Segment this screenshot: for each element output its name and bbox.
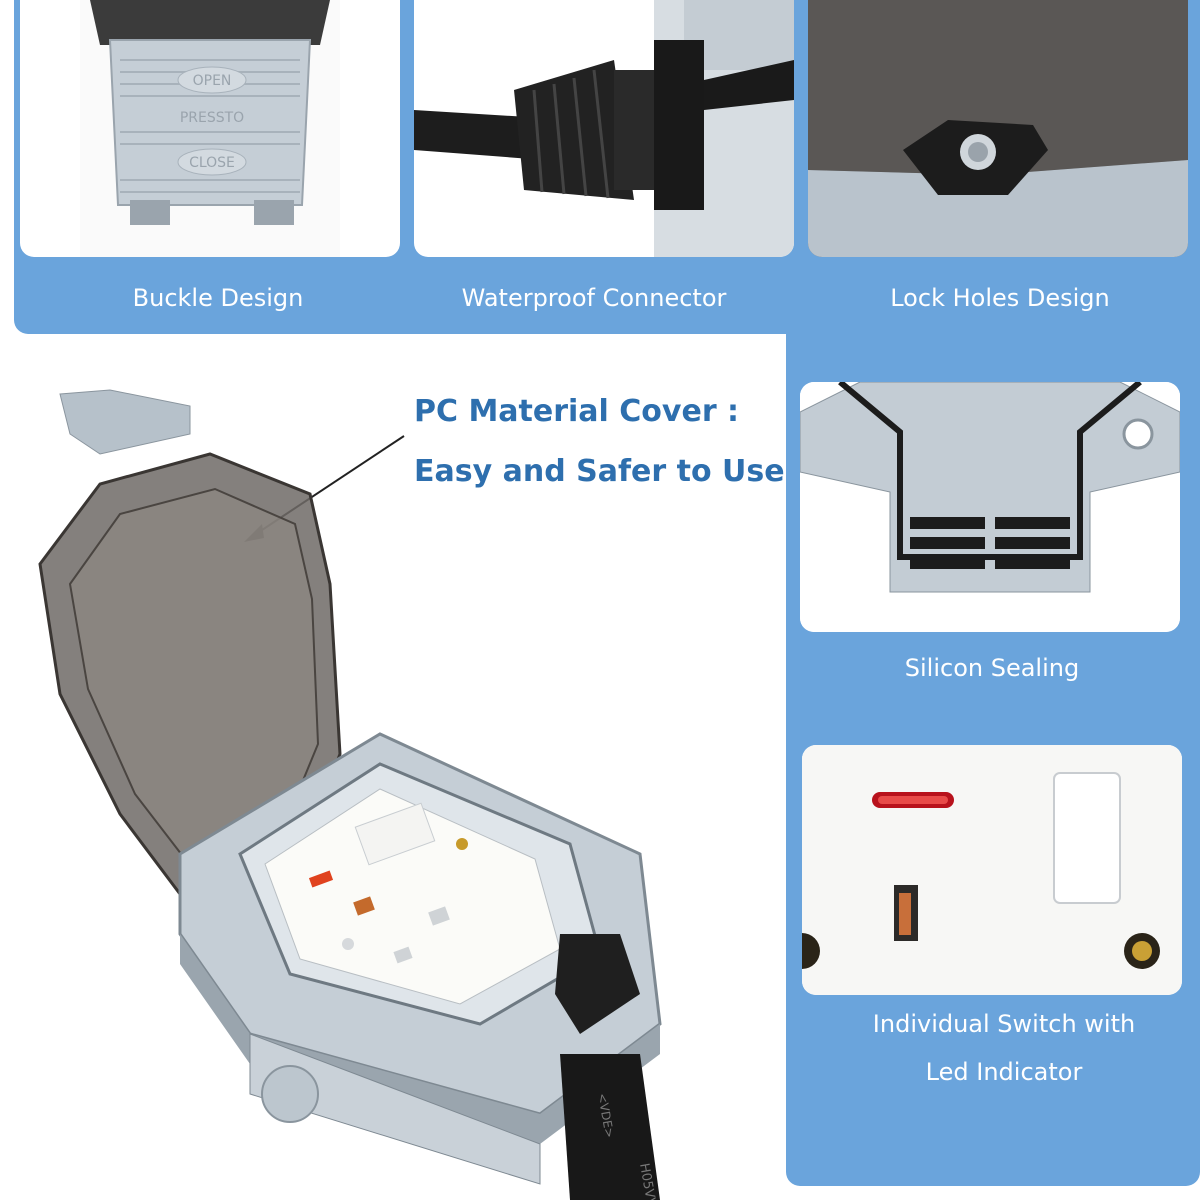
caption-lock-holes-design: Lock Holes Design	[890, 284, 1110, 312]
switch-illustration	[802, 745, 1182, 995]
caption-switch-line-2: Led Indicator	[925, 1058, 1083, 1086]
caption-buckle-design: Buckle Design	[132, 284, 304, 312]
lock-holes-illustration	[808, 0, 1188, 257]
buckle-close-text: CLOSE	[189, 155, 235, 171]
connector-photo	[414, 0, 794, 257]
caption-silicon-sealing: Silicon Sealing	[904, 654, 1080, 682]
buckle-pressto-text: PRESSTO	[180, 110, 244, 126]
caption-switch-line-1: Individual Switch with	[872, 1010, 1136, 1038]
material-headline: PC Material Cover : Easy and Safer to Us…	[414, 382, 785, 502]
sealing-photo	[800, 382, 1180, 632]
main-socket-illustration: H05VV-F <VDE>	[38, 389, 662, 1204]
lock-holes-photo	[808, 0, 1188, 257]
switch-photo	[802, 745, 1182, 995]
main-socket-photo: H05VV-F <VDE>	[0, 334, 786, 1204]
headline-line-1: PC Material Cover :	[414, 394, 740, 429]
buckle-illustration: OPEN PRESSTO CLOSE	[80, 0, 340, 257]
sealing-illustration	[800, 382, 1180, 632]
buckle-photo: OPEN PRESSTO CLOSE	[20, 0, 400, 257]
buckle-open-text: OPEN	[193, 73, 232, 89]
connector-illustration	[414, 0, 794, 257]
caption-switch-led: Individual Switch with Led Indicator	[804, 1000, 1200, 1096]
headline-line-2: Easy and Safer to Use	[414, 454, 785, 489]
caption-waterproof-connector: Waterproof Connector	[461, 284, 727, 312]
